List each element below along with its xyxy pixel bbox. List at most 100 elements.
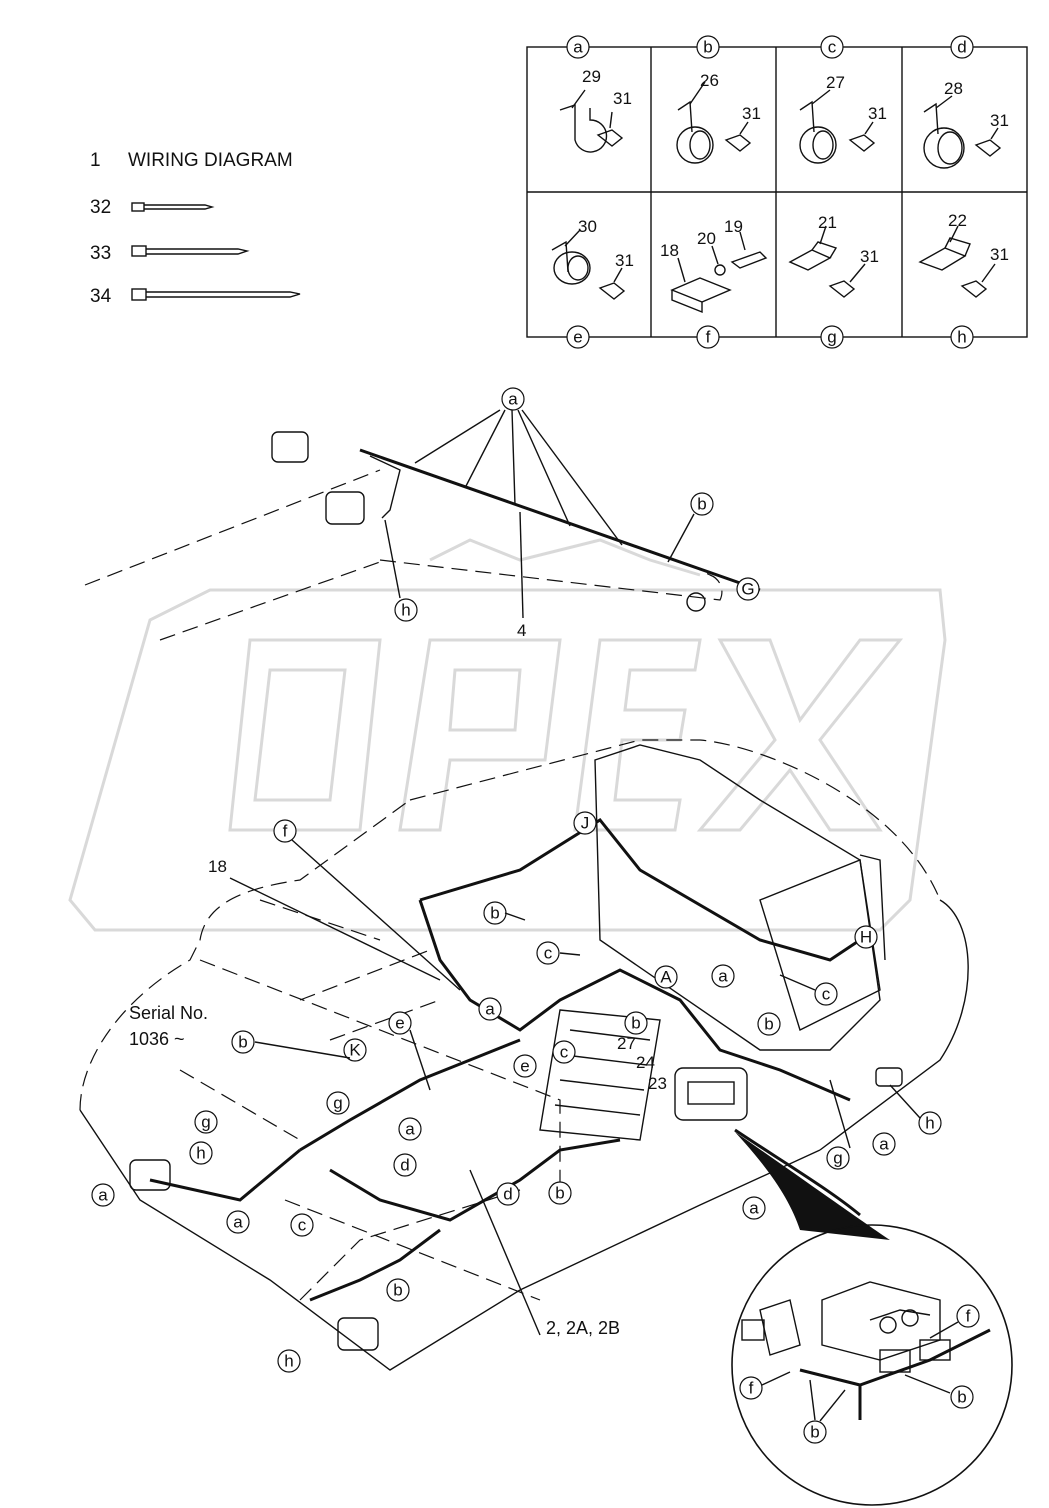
svg-text:a: a (405, 1120, 415, 1139)
svg-text:31: 31 (868, 104, 887, 123)
callout-d-2: d (496, 1182, 520, 1206)
callout-h-front: h (277, 1349, 301, 1373)
svg-text:a: a (879, 1135, 889, 1154)
work-light-boom-1 (271, 431, 309, 463)
work-light-left (129, 1159, 171, 1191)
clamp-g-drawing: 21 31 (788, 213, 879, 298)
callout-c-2: c (814, 982, 838, 1006)
work-light-front (337, 1317, 379, 1351)
detail-connector (759, 1299, 801, 1356)
label-clip-18: 18 (208, 857, 227, 876)
callout-b-detail-bottom: b (803, 1420, 827, 1444)
svg-text:f: f (283, 822, 288, 841)
callout-f-detail-left: f (739, 1376, 763, 1400)
svg-text:19: 19 (724, 217, 743, 236)
cable-tie-32 (131, 202, 215, 212)
table-header-e: e (566, 325, 590, 349)
work-light-right (875, 1067, 903, 1087)
callout-a-4: a (872, 1132, 896, 1156)
svg-text:28: 28 (944, 79, 963, 98)
svg-text:a: a (749, 1199, 759, 1218)
svg-text:c: c (298, 1216, 307, 1235)
upper-structure (79, 739, 969, 1371)
svg-text:a: a (718, 967, 728, 986)
svg-text:h: h (401, 601, 410, 620)
callout-K: K (343, 1038, 367, 1062)
callout-b-1: b (483, 901, 507, 925)
table-header-d: d (950, 35, 974, 59)
callout-a-3: a (398, 1117, 422, 1141)
callout-b-boom: b (690, 492, 714, 516)
main-leaders (229, 839, 921, 1336)
callout-b-detail-right: b (950, 1385, 974, 1409)
clamp-f-drawing: 18 20 19 (660, 217, 768, 314)
opex-watermark (68, 538, 947, 932)
svg-text:a: a (98, 1186, 108, 1205)
clamp-a-drawing: 29 31 (559, 67, 632, 153)
svg-text:A: A (660, 968, 672, 987)
svg-text:31: 31 (990, 111, 1009, 130)
callout-c-3: c (552, 1040, 576, 1064)
label-24: 24 (636, 1053, 655, 1072)
svg-text:b: b (238, 1033, 247, 1052)
cable-tie-33 (131, 245, 250, 257)
callout-b-3: b (757, 1012, 781, 1036)
svg-text:f: f (749, 1379, 754, 1398)
callout-e-2: e (513, 1054, 537, 1078)
clamp-c-drawing: 27 31 (799, 73, 887, 164)
svg-text:b: b (810, 1423, 819, 1442)
label-23: 23 (648, 1074, 667, 1093)
svg-text:b: b (764, 1015, 773, 1034)
callout-c-4: c (290, 1213, 314, 1237)
svg-text:H: H (860, 928, 872, 947)
svg-text:31: 31 (860, 247, 879, 266)
table-header-a: a (566, 35, 590, 59)
detail-leaders (761, 1321, 959, 1422)
legend-tie-34: 34 (90, 286, 112, 307)
svg-text:c: c (822, 985, 831, 1004)
callout-h-boom: h (394, 598, 418, 622)
table-header-g: g (820, 325, 844, 349)
svg-text:g: g (833, 1149, 842, 1168)
svg-text:d: d (503, 1185, 512, 1204)
callout-g-2: g (194, 1110, 218, 1134)
callout-c-1: c (536, 941, 560, 965)
table-header-f: f (696, 325, 720, 349)
label-27: 27 (617, 1034, 636, 1053)
boom-section (84, 409, 761, 641)
callout-a-2: a (478, 997, 502, 1021)
radiator (759, 859, 881, 1031)
svg-text:g: g (201, 1113, 210, 1132)
relay-callout-box (674, 1067, 748, 1121)
callout-b-5: b (548, 1181, 572, 1205)
callout-A: A (654, 965, 678, 989)
callout-h-right: h (918, 1111, 942, 1135)
clamp-b-drawing: 26 31 (676, 71, 761, 164)
svg-text:J: J (581, 814, 590, 833)
clamp-table (526, 46, 1028, 338)
callout-g-3: g (826, 1146, 850, 1170)
svg-text:h: h (284, 1352, 293, 1371)
svg-text:31: 31 (990, 245, 1009, 264)
svg-text:31: 31 (615, 251, 634, 270)
callout-h-left: h (189, 1141, 213, 1165)
cable-tie-34 (131, 288, 301, 301)
svg-text:h: h (957, 328, 966, 347)
label-serial-line1: Serial No. (129, 1003, 208, 1023)
svg-text:g: g (333, 1094, 342, 1113)
callout-g-1: g (326, 1091, 350, 1115)
svg-text:G: G (741, 580, 754, 599)
callout-a-7: a (226, 1210, 250, 1234)
svg-text:a: a (485, 1000, 495, 1019)
clamp-d-drawing: 28 31 (923, 79, 1009, 169)
label-serial-line2: 1036 ~ (129, 1029, 185, 1049)
svg-text:30: 30 (578, 217, 597, 236)
callout-d-1: d (393, 1153, 417, 1177)
callout-b-2: b (624, 1011, 648, 1035)
svg-text:a: a (233, 1213, 243, 1232)
svg-text:29: 29 (582, 67, 601, 86)
svg-text:b: b (555, 1184, 564, 1203)
svg-text:b: b (393, 1281, 402, 1300)
table-header-b: b (696, 35, 720, 59)
work-light-boom-2 (325, 491, 365, 525)
